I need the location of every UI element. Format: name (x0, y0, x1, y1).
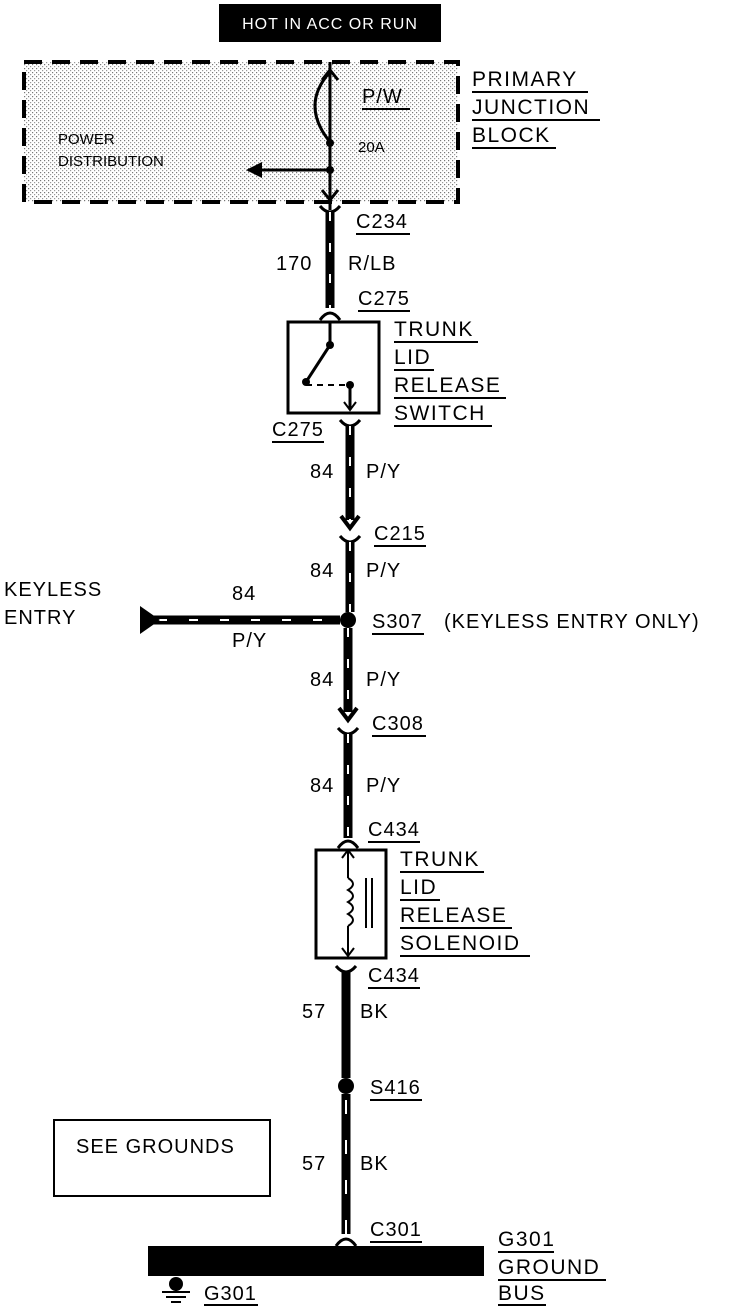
connector-c275-bottom: C275 (272, 419, 324, 441)
solenoid-label-line-1: TRUNK (400, 848, 480, 871)
wire-84-keyless-color: P/Y (232, 630, 267, 652)
wire-84-b-color: P/Y (366, 560, 401, 582)
keyless-entry-only-note: (KEYLESS ENTRY ONLY) (444, 611, 700, 633)
ground-bus-line-2: GROUND (498, 1256, 600, 1279)
wire-170-color: R/LB (348, 253, 396, 275)
keyless-entry-line-1: KEYLESS (4, 579, 102, 601)
power-distribution-arrow-icon (246, 162, 262, 178)
header-text: HOT IN ACC OR RUN (242, 16, 418, 33)
connector-c275-bottom-icon (338, 418, 362, 428)
connector-c434-top-icon (336, 839, 360, 849)
wire-57-b-color: BK (360, 1153, 389, 1175)
splice-s307-label: S307 (372, 611, 423, 633)
connector-c308: C308 (372, 713, 424, 735)
primary-junction-block (22, 60, 460, 204)
fuse-20a (313, 62, 340, 210)
connector-c275-top-icon (318, 311, 342, 321)
ground-point-label: G301 (204, 1283, 257, 1305)
solenoid-label: TRUNK LID RELEASE SOLENOID (400, 848, 530, 957)
fuse-wire-color: P/W (362, 86, 403, 108)
connector-c215: C215 (374, 523, 426, 545)
ground-bus-label: G301 GROUND BUS (498, 1228, 606, 1306)
wire-84-keyless-number: 84 (232, 583, 256, 605)
ground-bus-bar (148, 1246, 484, 1276)
switch-symbol (302, 322, 357, 412)
junction-label-line-1: PRIMARY (472, 68, 578, 91)
solenoid-label-line-3: RELEASE (400, 904, 507, 927)
switch-label: TRUNK LID RELEASE SWITCH (394, 318, 506, 427)
wire-57-a-color: BK (360, 1001, 389, 1023)
wire-170-number: 170 (276, 253, 312, 275)
connector-c434-top: C434 (368, 819, 420, 841)
connector-c434-bottom-icon (334, 964, 358, 974)
fuse-rating: 20A (358, 139, 385, 156)
see-grounds-text: SEE GROUNDS (76, 1136, 235, 1158)
junction-block-label: PRIMARY JUNCTION BLOCK (472, 68, 600, 149)
connector-c215-icon (338, 534, 362, 544)
header-box (219, 4, 441, 42)
wire-84-b-number: 84 (310, 560, 334, 582)
connector-c234: C234 (356, 211, 408, 233)
wire-84-c-number: 84 (310, 669, 334, 691)
ground-icon (162, 1277, 190, 1303)
junction-label-line-3: BLOCK (472, 124, 551, 147)
connector-c215-arrow-icon (339, 514, 361, 532)
trunk-lid-release-switch-box (286, 320, 381, 415)
switch-label-line-4: SWITCH (394, 402, 486, 425)
solenoid-label-line-2: LID (400, 876, 437, 899)
splice-s307 (340, 612, 356, 628)
see-grounds-box (53, 1119, 271, 1197)
wire-84-d-color: P/Y (366, 775, 401, 797)
wire-84-a-number: 84 (310, 461, 334, 483)
connector-c308-icon (336, 726, 360, 736)
power-distribution-line-1: POWER (58, 131, 115, 148)
switch-label-line-2: LID (394, 346, 431, 369)
ground-bus-line-1: G301 (498, 1228, 555, 1251)
keyless-entry-arrow-icon (140, 606, 160, 634)
switch-label-line-3: RELEASE (394, 374, 501, 397)
wire-84-d-number: 84 (310, 775, 334, 797)
wire-57-a-number: 57 (302, 1001, 326, 1023)
keyless-entry-line-2: ENTRY (4, 607, 76, 629)
solenoid-label-line-4: SOLENOID (400, 932, 521, 955)
splice-s416 (338, 1078, 354, 1094)
switch-label-line-1: TRUNK (394, 318, 474, 341)
connector-c434-bottom: C434 (368, 965, 420, 987)
wire-84-a-color: P/Y (366, 461, 401, 483)
solenoid-coil-icon (341, 848, 373, 958)
power-distribution-line-2: DISTRIBUTION (58, 153, 164, 170)
connector-c308-arrow-icon (337, 706, 359, 724)
connector-c275-top: C275 (358, 288, 410, 310)
connector-c301: C301 (370, 1219, 422, 1241)
wire-57-b-number: 57 (302, 1153, 326, 1175)
connector-c301-icon (334, 1237, 358, 1247)
splice-s416-label: S416 (370, 1077, 421, 1099)
junction-label-line-2: JUNCTION (472, 96, 590, 119)
wire-84-c-color: P/Y (366, 669, 401, 691)
ground-bus-line-3: BUS (498, 1282, 546, 1305)
